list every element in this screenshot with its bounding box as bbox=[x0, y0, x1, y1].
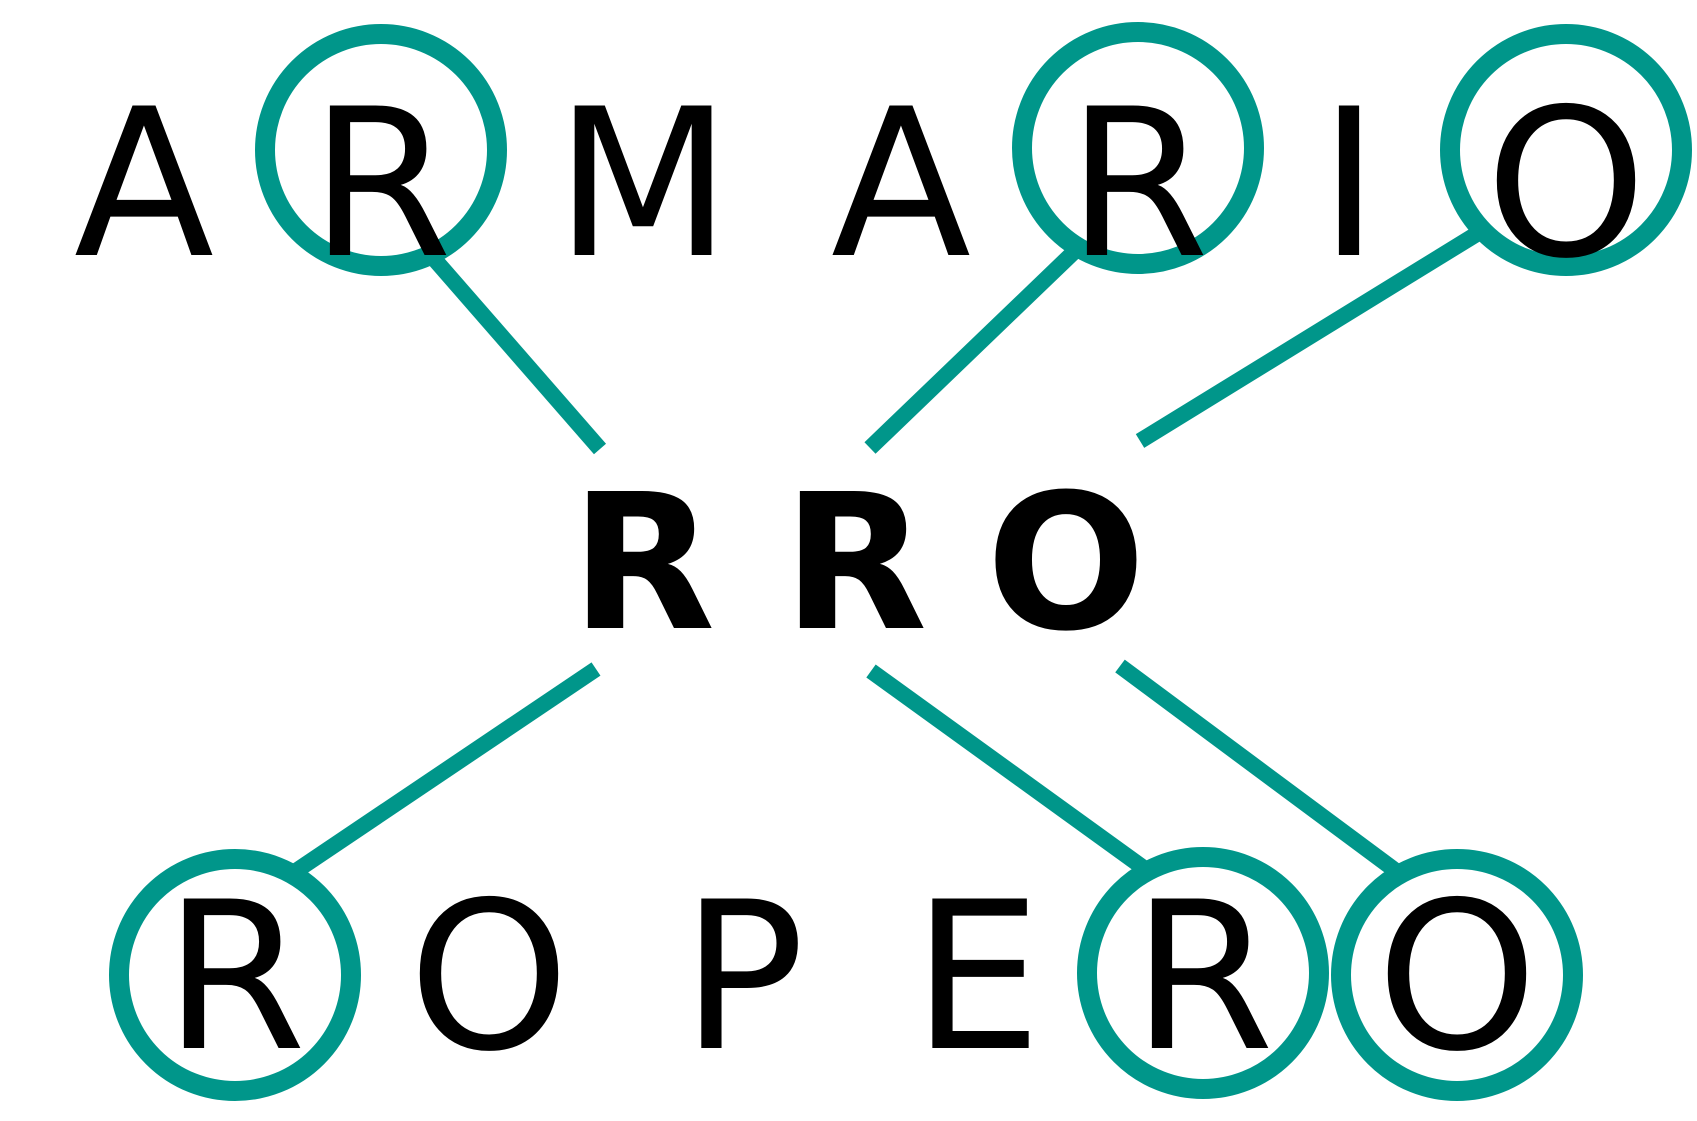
common-letters: R R O bbox=[571, 454, 1146, 673]
top-letter-circle bbox=[255, 24, 507, 276]
bottom-letter: P bbox=[681, 859, 805, 1097]
top-letter: A bbox=[831, 66, 971, 304]
top-letter: M bbox=[555, 66, 732, 304]
top-letter: A bbox=[74, 66, 214, 304]
connector-bottom-o bbox=[1115, 659, 1401, 878]
top-letter: O bbox=[1485, 66, 1646, 304]
top-letter: R bbox=[1067, 66, 1209, 304]
connector-top-o bbox=[1135, 225, 1485, 448]
connector-top-r2 bbox=[864, 244, 1082, 454]
top-word: A R M A R I O bbox=[74, 22, 1692, 304]
bottom-letter: O bbox=[408, 859, 569, 1097]
top-letter-circle bbox=[1440, 24, 1692, 276]
bottom-word: R O P E R O bbox=[109, 847, 1583, 1101]
top-letter-circle bbox=[1012, 22, 1264, 274]
bottom-connectors bbox=[288, 659, 1401, 880]
bottom-letter-circle bbox=[109, 849, 361, 1101]
bottom-letter-circle bbox=[1077, 847, 1329, 1099]
top-letter: R bbox=[310, 66, 452, 304]
common-letter: R bbox=[783, 454, 928, 673]
connector-bottom-r2 bbox=[866, 664, 1150, 876]
connector-top-r1 bbox=[422, 247, 607, 455]
bottom-letter: O bbox=[1376, 859, 1537, 1097]
bottom-letter: E bbox=[912, 859, 1042, 1097]
bottom-letter-circle bbox=[1331, 849, 1583, 1101]
bottom-letter: R bbox=[164, 859, 306, 1097]
connector-bottom-r1 bbox=[288, 662, 601, 880]
bottom-letter: R bbox=[1132, 859, 1274, 1097]
top-letter: I bbox=[1319, 66, 1379, 304]
common-letter: R bbox=[571, 454, 716, 673]
top-connectors bbox=[422, 225, 1485, 455]
common-letter: O bbox=[986, 454, 1146, 673]
